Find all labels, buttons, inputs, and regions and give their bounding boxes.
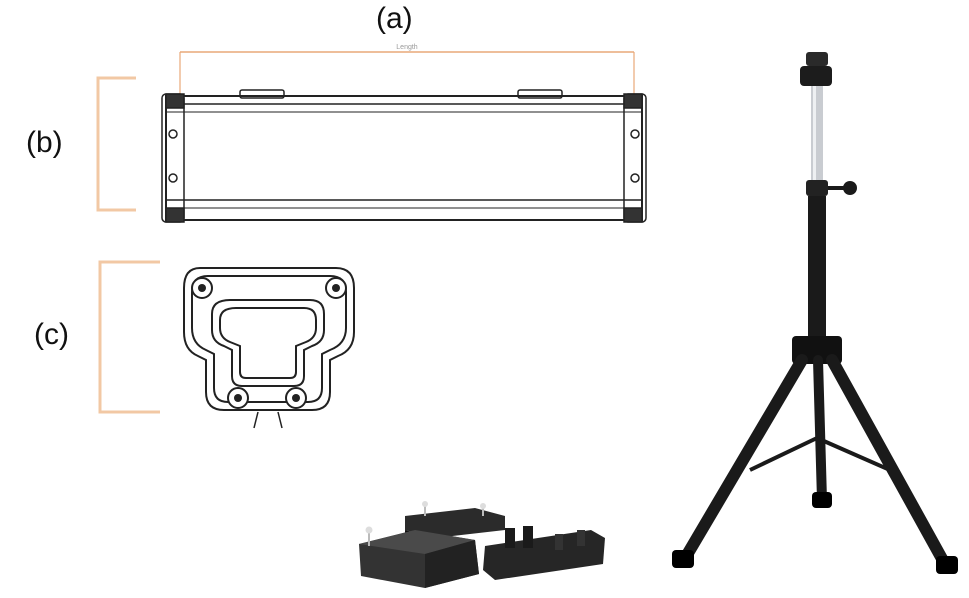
tripod-stand xyxy=(672,52,958,574)
clip-front-left xyxy=(359,526,479,588)
dimension-text: Length xyxy=(396,44,418,51)
label-b: (b) xyxy=(26,126,63,159)
bracket-b xyxy=(96,76,136,212)
clip-rail xyxy=(483,526,605,580)
bracket-c xyxy=(98,260,160,414)
dimension-line: Length xyxy=(179,44,635,98)
label-a: (a) xyxy=(376,2,413,35)
light-bar-drawing: Length xyxy=(161,44,647,223)
mounting-clips xyxy=(359,501,605,588)
label-c: (c) xyxy=(34,318,69,351)
end-cap-drawing xyxy=(183,267,355,429)
